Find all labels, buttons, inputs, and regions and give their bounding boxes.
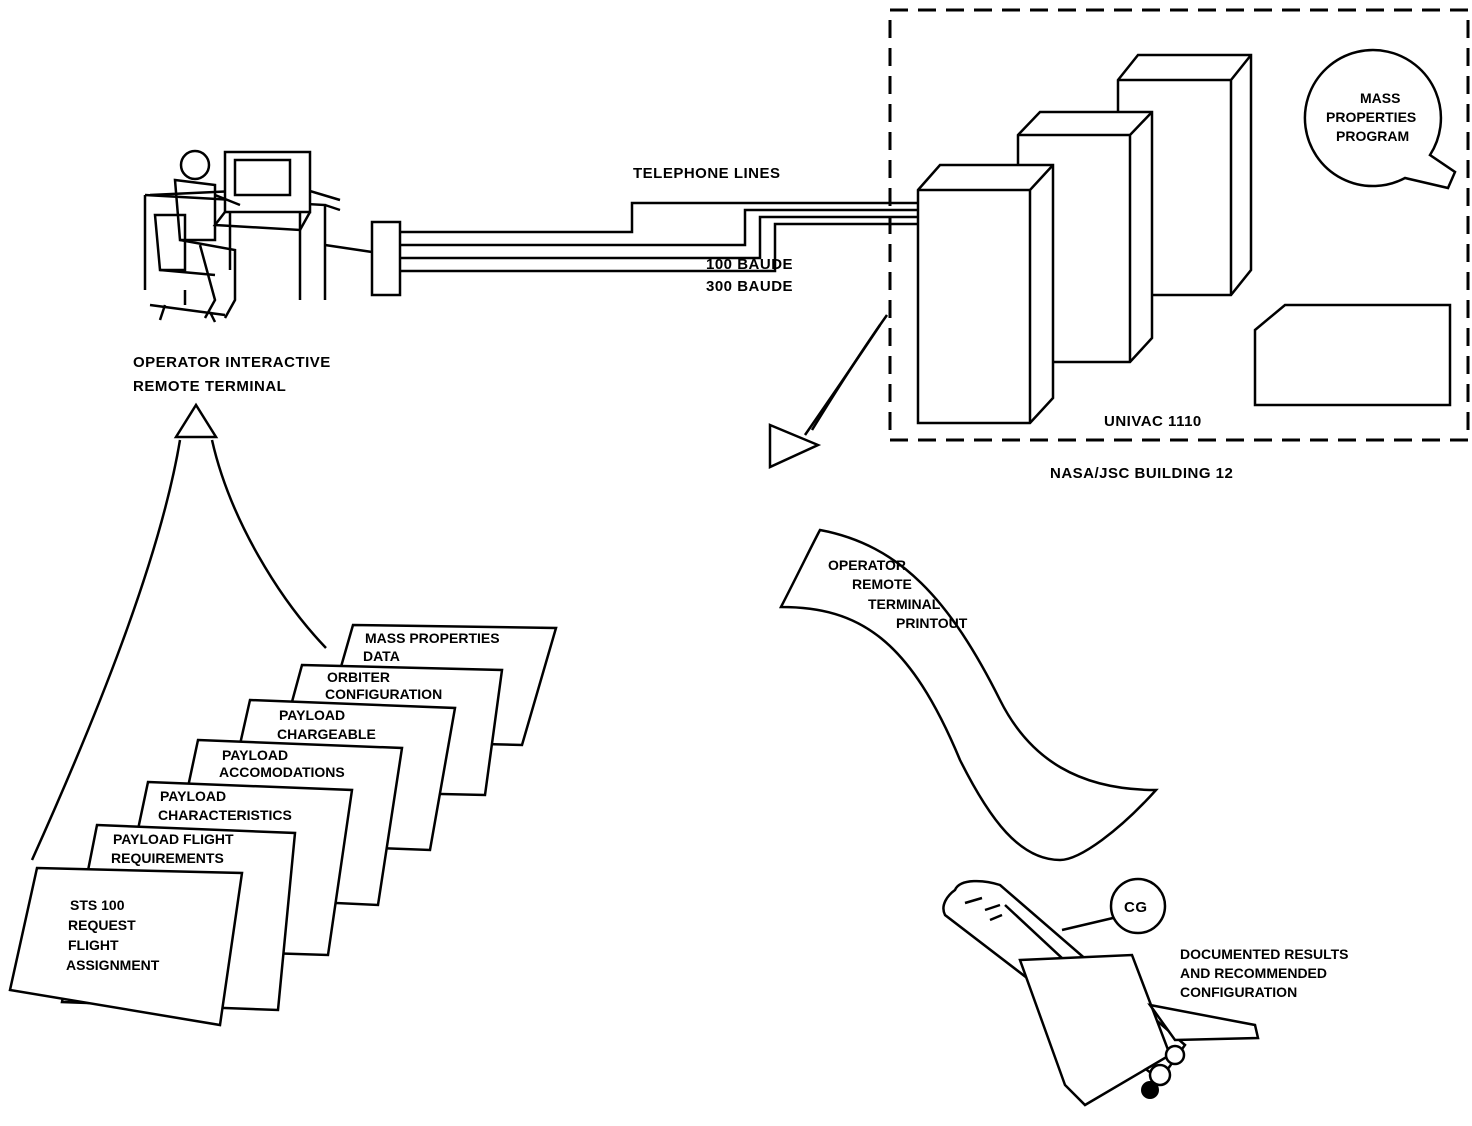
telephone-lines-label: TELEPHONE LINES	[633, 165, 781, 182]
terminal-printout: OPERATOR REMOTE TERMINAL PRINTOUT	[778, 528, 1159, 862]
printout-label-line1: OPERATOR	[828, 557, 906, 573]
mass-properties-program-label-line1: MASS	[1360, 90, 1400, 106]
document-payload-accomodations-line1: PAYLOAD	[222, 747, 288, 763]
building-label: NASA/JSC BUILDING 12	[1050, 465, 1233, 482]
printout-label-line2: REMOTE	[852, 576, 912, 592]
junction-box	[370, 220, 402, 297]
document-payload-flight-requirements-line2: REQUIREMENTS	[111, 850, 224, 866]
document-payload-flight-requirements-line1: PAYLOAD FLIGHT	[113, 831, 234, 847]
peripheral-unit	[1253, 303, 1452, 407]
results-label-line3: CONFIGURATION	[1180, 984, 1297, 1000]
baud-300-label: 300 BAUDE	[706, 278, 793, 295]
mass-properties-program-label-line3: PROGRAM	[1336, 128, 1409, 144]
document-sts-100-request-line1: STS 100	[70, 897, 125, 913]
mass-properties-program-label-line2: PROPERTIES	[1326, 109, 1416, 125]
univac-cabinet-1	[916, 163, 1055, 425]
printout-label-line3: TERMINAL	[868, 596, 941, 612]
document-sts-100-request: STS 100 REQUEST FLIGHT ASSIGNMENT	[8, 866, 244, 1027]
printout-label-line4: PRINTOUT	[896, 615, 968, 631]
cg-marker: CG	[1109, 877, 1167, 935]
document-payload-chargeable-line1: PAYLOAD	[279, 707, 345, 723]
document-payload-accomodations-line2: ACCOMODATIONS	[219, 764, 345, 780]
document-sts-100-request-line4: ASSIGNMENT	[66, 957, 160, 973]
univac-label: UNIVAC 1110	[1104, 413, 1202, 430]
baud-100-label: 100 BAUDE	[706, 256, 793, 273]
building-boundary	[888, 8, 1470, 442]
document-sts-100-request-line2: REQUEST	[68, 917, 136, 933]
document-sts-100-request-line3: FLIGHT	[68, 937, 119, 953]
operator-terminal-illustration	[143, 149, 373, 323]
operator-terminal-label-line1: OPERATOR INTERACTIVE	[133, 354, 331, 371]
results-label-line1: DOCUMENTED RESULTS	[1180, 946, 1349, 962]
mass-properties-program-disc: MASS PROPERTIES PROGRAM	[1303, 48, 1457, 190]
document-orbiter-configuration-line1: ORBITER	[327, 669, 390, 685]
document-payload-chargeable-line2: CHARGEABLE	[277, 726, 376, 742]
document-stack: MASS PROPERTIES DATA ORBITER CONFIGURATI…	[8, 623, 558, 1027]
input-arrow	[30, 402, 327, 861]
document-payload-characteristics-line1: PAYLOAD	[160, 788, 226, 804]
document-orbiter-configuration-line2: CONFIGURATION	[325, 686, 442, 702]
document-mass-properties-data-line2: DATA	[363, 648, 400, 664]
output-arrow	[768, 314, 889, 469]
operator-terminal-label-line2: REMOTE TERMINAL	[133, 378, 286, 395]
cg-label: CG	[1124, 899, 1148, 916]
space-shuttle-illustration	[942, 879, 1260, 1107]
telephone-lines	[400, 201, 918, 273]
document-mass-properties-data-line1: MASS PROPERTIES	[365, 630, 500, 646]
results-label-line2: AND RECOMMENDED	[1180, 965, 1327, 981]
document-payload-characteristics-line2: CHARACTERISTICS	[158, 807, 292, 823]
